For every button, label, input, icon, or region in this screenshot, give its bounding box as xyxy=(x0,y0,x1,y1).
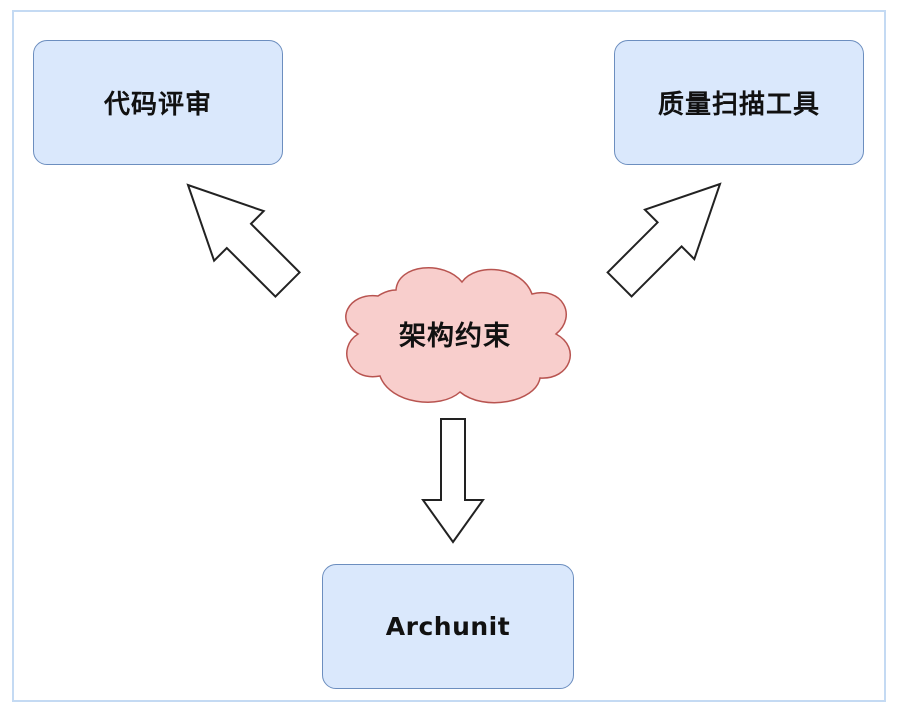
arrow-to-quality-scan xyxy=(606,182,722,298)
node-archunit: Archunit xyxy=(322,564,574,689)
arrow-to-code-review xyxy=(186,183,302,299)
center-cloud xyxy=(345,266,571,404)
node-quality-scan-tools-label: 质量扫描工具 xyxy=(657,90,820,120)
node-quality-scan-tools: 质量扫描工具 xyxy=(614,40,864,165)
node-code-review-label: 代码评审 xyxy=(103,90,212,120)
node-code-review: 代码评审 xyxy=(33,40,283,165)
arrow-to-archunit xyxy=(421,418,485,544)
center-cloud-label: 架构约束 xyxy=(399,320,511,352)
node-archunit-label: Archunit xyxy=(385,612,511,641)
